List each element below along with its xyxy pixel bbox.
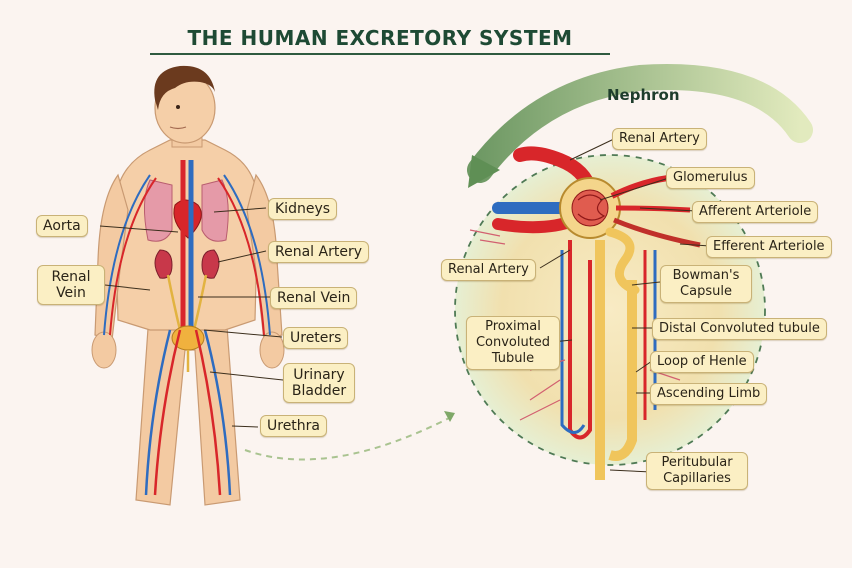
label-loop-of-henle: Loop of Henle (650, 351, 754, 373)
label-proximal-convoluted-tubule: Proximal Convoluted Tubule (466, 316, 560, 370)
label-bladder-line2: Bladder (291, 383, 347, 399)
label-renal-artery-body: Renal Artery (268, 241, 369, 263)
label-peritubular-line1: Peritubular (661, 455, 733, 470)
label-peritubular-line2: Capillaries (663, 471, 731, 486)
label-renal-artery-left: Renal Artery (441, 259, 536, 281)
page-title: THE HUMAN EXCRETORY SYSTEM (187, 26, 573, 50)
nephron-leader-lines (539, 137, 711, 473)
connector-arrow (244, 414, 456, 461)
nephron-arrow (467, 64, 813, 183)
label-pct-line3: Tubule (491, 351, 535, 366)
label-renal-vein-left: Renal Vein (37, 265, 105, 305)
label-bladder-line1: Urinary (293, 367, 345, 383)
label-pct-line2: Convoluted (475, 335, 551, 350)
label-renal-artery-top: Renal Artery (612, 128, 707, 150)
label-glomerulus: Glomerulus (666, 167, 755, 189)
label-distal-convoluted-tubule: Distal Convoluted tubule (652, 318, 827, 340)
label-renal-vein-body: Renal Vein (270, 287, 358, 309)
body-leader-lines (99, 207, 284, 428)
label-pct-line1: Proximal (485, 319, 541, 334)
label-afferent-arteriole: Afferent Arteriole (692, 201, 819, 223)
label-renal-vein-line1: Renal (51, 269, 91, 285)
nephron-title: Nephron (607, 86, 680, 104)
label-aorta: Aorta (36, 215, 88, 237)
label-peritubular-capillaries: Peritubular Capillaries (646, 452, 748, 490)
label-kidneys: Kidneys (268, 198, 338, 220)
label-bowmans-line1: Bowman's (672, 268, 740, 283)
label-efferent-arteriole: Efferent Arteriole (706, 236, 832, 258)
label-ascending-limb: Ascending Limb (650, 383, 768, 405)
human-figure (91, 65, 285, 506)
label-urinary-bladder: Urinary Bladder (283, 363, 355, 403)
title-underline (150, 53, 610, 55)
label-bowmans-capsule: Bowman's Capsule (660, 265, 752, 303)
label-renal-vein-line2: Vein (56, 285, 86, 301)
label-urethra: Urethra (260, 415, 328, 437)
label-ureters: Ureters (283, 327, 349, 349)
label-bowmans-line2: Capsule (680, 284, 732, 299)
